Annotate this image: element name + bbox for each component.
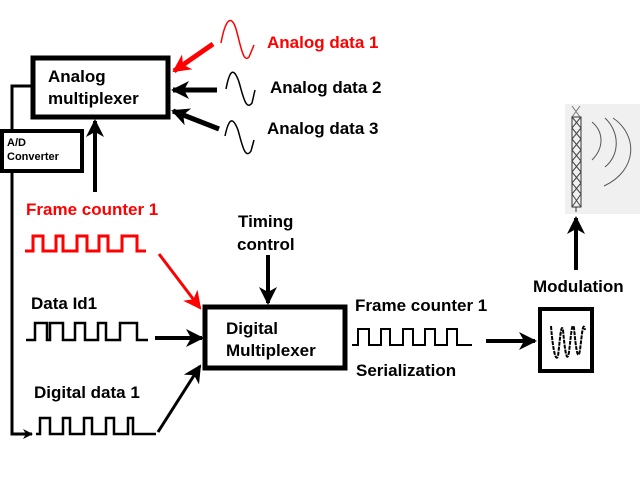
digital-multiplexer-label-line1: Digital bbox=[226, 319, 278, 338]
digital-multiplexer-box bbox=[202, 304, 348, 371]
square-wave-icon bbox=[352, 328, 472, 346]
timing-control-label-line1: Timing bbox=[238, 212, 294, 231]
ad-converter-label-line1: A/D bbox=[7, 137, 26, 149]
frame-counter-1-label: Frame counter 1 bbox=[26, 200, 159, 219]
analog-data-2-label: Analog data 2 bbox=[270, 78, 382, 97]
modulated-wave-icon bbox=[550, 325, 586, 359]
radio-tower-icon bbox=[565, 104, 640, 214]
sine-wave-icon bbox=[225, 71, 256, 106]
sine-wave-icon bbox=[220, 19, 255, 60]
square-wave-icon bbox=[26, 321, 148, 342]
arrow-analog-data-1 bbox=[172, 41, 215, 74]
sine-wave-icon bbox=[224, 120, 255, 155]
ad-converter-label-line2: Converter bbox=[7, 151, 59, 163]
arrow-frame-counter-to-digital-mux bbox=[157, 253, 202, 310]
arrow-digital-data-to-digital-mux bbox=[156, 364, 202, 433]
digital-data-1-label: Digital data 1 bbox=[34, 383, 140, 402]
feedback-path bbox=[10, 84, 33, 131]
modulator-box bbox=[538, 307, 594, 373]
square-wave-icon bbox=[36, 416, 156, 436]
ad-output-path bbox=[10, 171, 33, 439]
modulation-label: Modulation bbox=[533, 277, 624, 296]
analog-data-3-label: Analog data 3 bbox=[267, 119, 379, 138]
square-wave-icon bbox=[25, 234, 146, 253]
data-id1-label: Data Id1 bbox=[31, 294, 98, 313]
analog-multiplexer-label-line2: multiplexer bbox=[48, 89, 139, 108]
serialization-label: Serialization bbox=[356, 361, 457, 380]
digital-multiplexer-label-line2: Multiplexer bbox=[226, 341, 316, 360]
serial-frame-counter-label: Frame counter 1 bbox=[355, 296, 488, 315]
arrow-analog-data-3 bbox=[171, 108, 220, 132]
timing-control-label-line2: control bbox=[237, 235, 295, 254]
analog-data-1-label: Analog data 1 bbox=[267, 33, 379, 52]
analog-multiplexer-label-line1: Analog bbox=[48, 67, 106, 86]
ad-converter-box bbox=[0, 129, 84, 173]
